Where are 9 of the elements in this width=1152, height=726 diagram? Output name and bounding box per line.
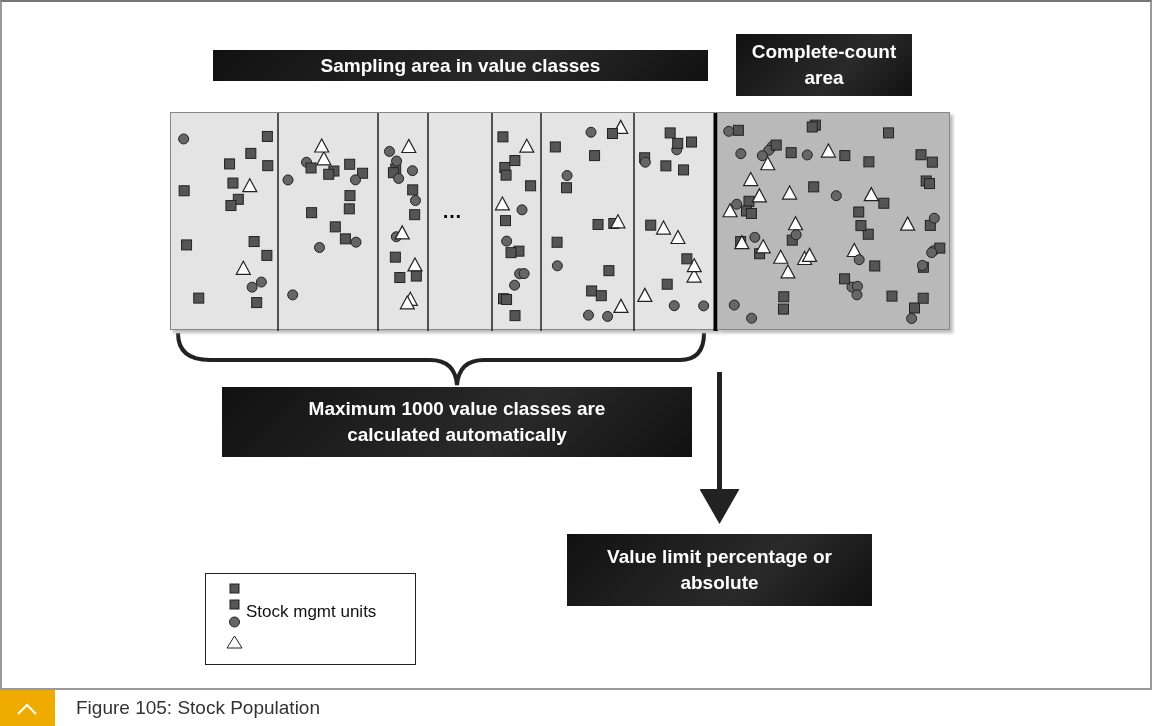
ellipsis-mark: …: [441, 200, 463, 223]
sampling-area-band: [170, 112, 717, 330]
note-banner: Maximum 1000 value classes are calculated automatically: [222, 387, 692, 457]
figure-caption: Figure 105: Stock Population: [76, 697, 320, 719]
heading-banner: Complete-count area: [736, 34, 912, 96]
heading-banner: Sampling area in value classes: [213, 50, 708, 81]
note-banner: Value limit percentage or absolute: [567, 534, 872, 606]
arrow: [699, 372, 740, 524]
legend-label: Stock mgmt units: [246, 602, 377, 622]
